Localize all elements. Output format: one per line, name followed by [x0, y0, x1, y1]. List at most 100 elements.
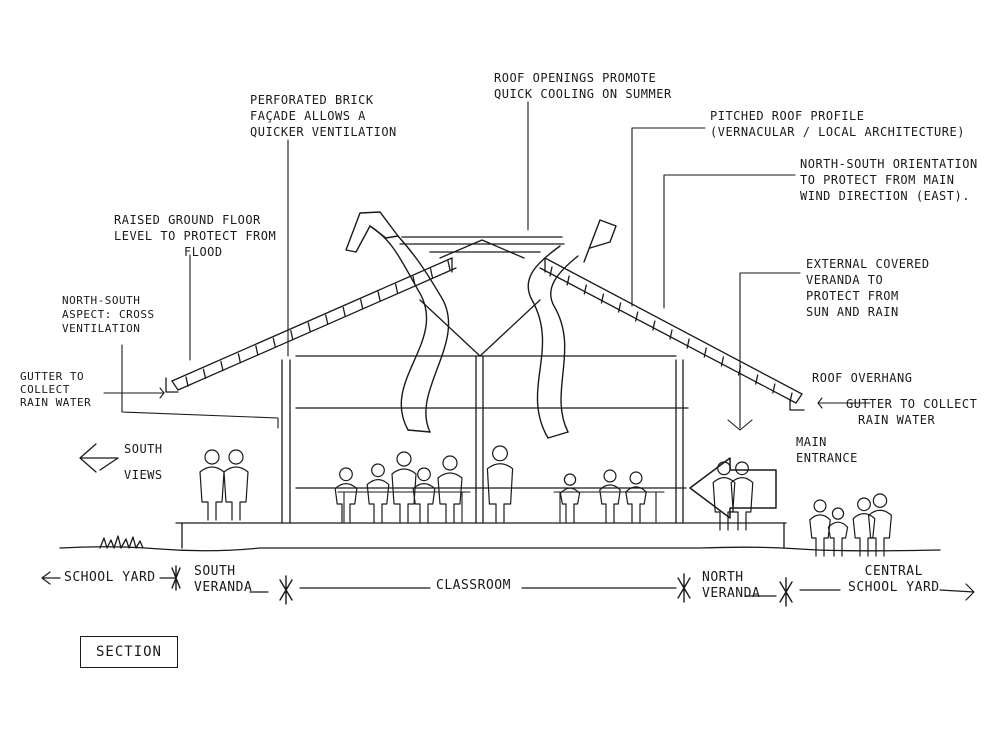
annotation-line: (VERNACULAR / LOCAL ARCHITECTURE)	[710, 125, 965, 139]
annotation-line: VIEWS	[124, 468, 163, 482]
person-body	[486, 463, 514, 523]
zone-label: VERANDA	[194, 580, 253, 595]
annotation-line: ROOF OPENINGS PROMOTE	[494, 71, 657, 85]
person-head	[371, 463, 385, 478]
person-head	[204, 449, 220, 465]
truss-member	[755, 374, 759, 385]
truss-member	[342, 306, 346, 318]
annotation-line: ENTRANCE	[796, 451, 858, 465]
annotation-orientation: NORTH-SOUTH ORIENTATION TO PROTECT FROM …	[800, 156, 978, 204]
person-body	[412, 483, 436, 523]
truss-member	[220, 360, 224, 372]
person-body	[391, 468, 417, 523]
truss-member	[237, 353, 242, 364]
zone-label: VERANDA	[702, 586, 761, 601]
annotation-gutter-right: GUTTER TO COLLECT RAIN WATER	[846, 396, 977, 428]
right-roof	[539, 257, 805, 411]
brick-facade-lines	[295, 355, 689, 489]
person-head	[442, 455, 458, 471]
person-body	[334, 483, 358, 523]
annotation-main-entrance: MAIN ENTRANCE	[796, 434, 858, 466]
annotation-line: ROOF OVERHANG	[812, 371, 913, 385]
person-body	[366, 479, 390, 523]
person-head	[813, 499, 827, 513]
columns	[281, 355, 684, 524]
person-body	[559, 487, 581, 523]
annotation-line: SOUTH	[124, 442, 163, 456]
zone-south-veranda: SOUTH VERANDA	[194, 564, 252, 596]
truss-member	[377, 291, 381, 302]
people-figures	[199, 445, 892, 557]
person-body	[827, 521, 849, 557]
leader-lines	[103, 101, 871, 431]
annotation-line: VERANDA TO	[806, 273, 884, 287]
zone-label: CLASSROOM	[436, 578, 511, 593]
person-head	[872, 493, 888, 508]
annotation-pitched-roof: PITCHED ROOF PROFILE (VERNACULAR / LOCAL…	[710, 108, 965, 140]
zone-classroom: CLASSROOM	[436, 578, 511, 593]
annotation-raised-floor: RAISED GROUND FLOOR LEVEL TO PROTECT FRO…	[114, 212, 276, 260]
person-body	[730, 477, 754, 531]
zone-label: NORTH	[702, 570, 744, 585]
airflow-right	[527, 219, 617, 439]
person-head	[857, 497, 871, 512]
raised-floor-slab	[175, 522, 787, 549]
person-head	[492, 445, 508, 462]
truss-member	[360, 299, 364, 310]
annotation-line: VENTILATION	[62, 322, 141, 335]
annotation-line: RAIN WATER	[20, 396, 92, 409]
left-roof-truss	[185, 260, 451, 387]
zone-label: SCHOOL YARD	[848, 580, 940, 595]
person-body	[437, 472, 463, 523]
entrance-arrow	[689, 457, 777, 519]
annotation-line: PERFORATED BRICK	[250, 93, 374, 107]
annotation-line: SUN AND RAIN	[806, 305, 899, 319]
annotation-line: GUTTER TO	[20, 370, 85, 383]
annotation-line: EXTERNAL COVERED	[806, 257, 930, 271]
person-body	[599, 484, 621, 523]
person-body	[852, 513, 876, 557]
ground-grass	[99, 535, 144, 549]
annotation-line: LEVEL TO PROTECT FROM	[114, 229, 277, 243]
annotation-line: RAIN WATER	[858, 413, 936, 427]
annotation-line: QUICKER VENTILATION	[250, 125, 397, 139]
truss-member	[652, 320, 656, 331]
section-title: SECTION	[80, 636, 178, 668]
truss-member	[202, 368, 207, 379]
truss-member	[600, 293, 605, 304]
annotation-line: PITCHED ROOF PROFILE	[710, 109, 865, 123]
annotation-line: WIND DIRECTION (EAST).	[800, 189, 970, 203]
person-head	[563, 473, 577, 486]
annotation-line: NORTH-SOUTH	[62, 294, 141, 307]
truss-member	[686, 338, 690, 349]
truss-member	[255, 345, 259, 356]
person-head	[831, 507, 845, 520]
annotation-line: TO PROTECT FROM MAIN	[800, 173, 955, 187]
annotation-line: ASPECT: CROSS	[62, 308, 155, 321]
truss-member	[394, 283, 399, 294]
annotation-line: RAISED GROUND FLOOR	[114, 213, 261, 227]
annotation-gutter-left: GUTTER TO COLLECT RAIN WATER	[20, 370, 91, 409]
truss-member	[549, 266, 553, 277]
person-body	[868, 509, 892, 557]
annotation-line: PROTECT FROM	[806, 289, 899, 303]
zone-label: CENTRAL	[864, 564, 923, 579]
left-roof	[165, 257, 457, 393]
annotation-south-views: SOUTH VIEWS	[124, 436, 163, 488]
person-head	[735, 461, 749, 476]
zone-north-veranda: NORTH VERANDA	[702, 570, 760, 602]
truss-member	[617, 302, 622, 313]
classroom-desks	[337, 491, 665, 523]
dimension-ticks	[171, 565, 793, 607]
person-head	[339, 467, 353, 482]
zone-school-yard: SCHOOL YARD	[64, 570, 156, 585]
inner-truss	[419, 299, 541, 357]
person-head	[603, 469, 617, 483]
person-body	[625, 486, 647, 523]
zone-label: SCHOOL YARD	[64, 570, 156, 585]
truss-member	[772, 383, 776, 394]
truss-member	[720, 356, 725, 367]
person-head	[717, 461, 731, 476]
annotation-line: FAÇADE ALLOWS A	[250, 109, 366, 123]
